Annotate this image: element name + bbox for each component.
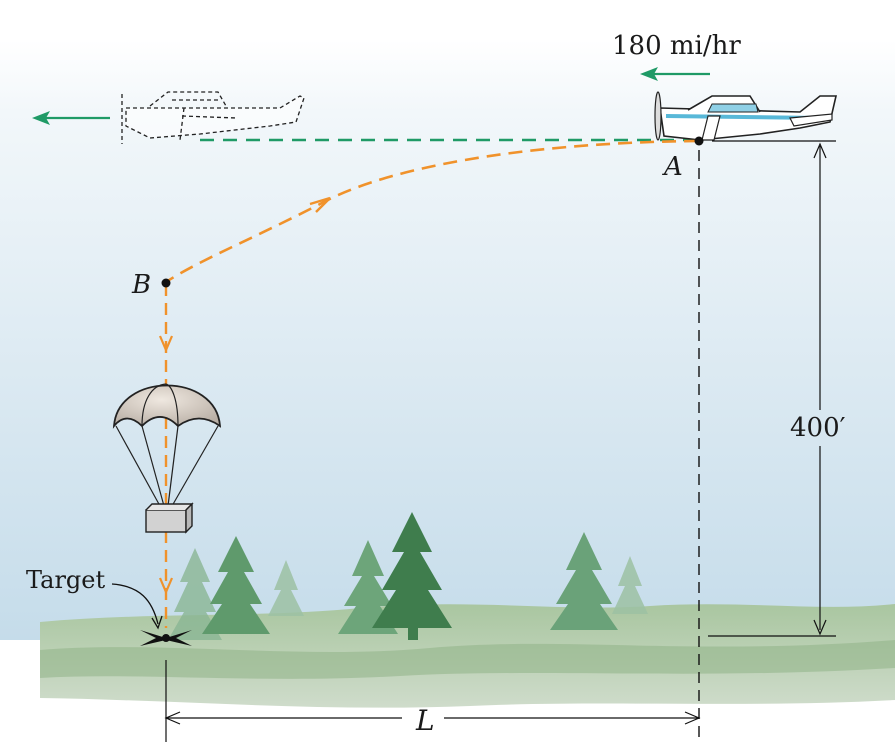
point-b-label: B: [131, 270, 151, 300]
airplane-icon: [654, 91, 838, 141]
descent-arrow-1: [158, 335, 174, 353]
point-b-dot: [161, 278, 171, 288]
tree-icon: [268, 560, 304, 616]
trajectory-a-to-b: [165, 139, 699, 284]
trajectory-arrowhead: [309, 196, 331, 213]
ghost-airplane-icon: [121, 91, 305, 144]
distance-label: L: [415, 704, 435, 737]
ground-shade: [40, 640, 895, 679]
target-marker-icon: [140, 630, 192, 646]
tree-icon: [612, 556, 648, 614]
target-leader-line: [111, 583, 159, 625]
tree-icon: [168, 548, 222, 640]
parachute-icon: [112, 383, 222, 507]
tree-icon: [202, 536, 270, 634]
speed-label: 180 mi/hr: [612, 31, 741, 61]
target-leader-arrow: [151, 615, 163, 630]
height-label: 400′: [790, 413, 846, 443]
point-a-label: A: [662, 152, 683, 182]
tree-icon: [372, 512, 452, 640]
velocity-arrow-top: [640, 67, 710, 81]
tree-icon: [338, 540, 398, 634]
distance-dimension: [164, 660, 701, 742]
sky-background: [0, 40, 895, 640]
point-a-dot: [694, 136, 704, 146]
descent-arrow-2: [158, 577, 174, 595]
tree-icon: [550, 532, 618, 630]
package-icon: [145, 502, 194, 534]
velocity-arrow-left: [32, 111, 110, 125]
height-dimension: [708, 140, 836, 637]
target-label: Target: [26, 566, 105, 594]
